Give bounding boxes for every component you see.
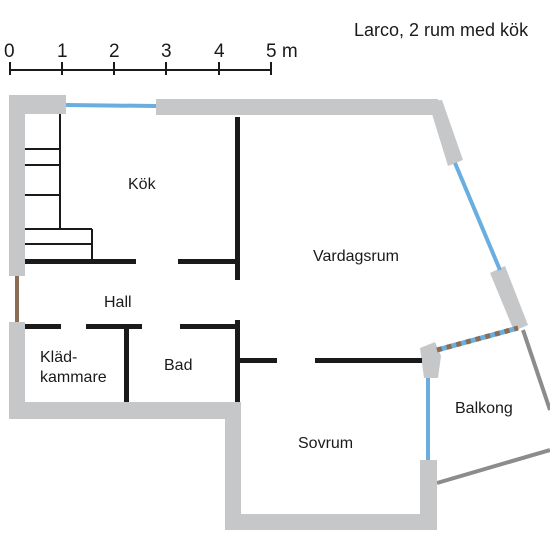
outer-wall-sovrum-left bbox=[225, 402, 241, 530]
inner-wall-hall-bath bbox=[180, 324, 240, 329]
outer-wall-corner-top-right bbox=[428, 100, 463, 166]
scale-label-1: 1 bbox=[57, 41, 68, 62]
outer-wall-bottom-left bbox=[9, 402, 238, 419]
inner-wall-kitchen-hall-left bbox=[25, 259, 136, 264]
outer-wall-left-upper bbox=[9, 95, 25, 276]
inner-wall-kitchen-living bbox=[235, 117, 240, 280]
scale-label-5: 5 m bbox=[266, 41, 298, 62]
inner-wall-hall-closet-right bbox=[86, 324, 142, 329]
balcony-door-frame bbox=[436, 325, 519, 353]
scale-label-4: 4 bbox=[214, 41, 225, 62]
scale-label-0: 0 bbox=[4, 41, 15, 62]
room-label-hall: Hall bbox=[104, 294, 132, 311]
kitchen-cabinets bbox=[25, 114, 93, 259]
balcony-rail-bottom bbox=[436, 448, 550, 485]
room-label-bad: Bad bbox=[164, 357, 192, 374]
room-label-balkong: Balkong bbox=[455, 400, 513, 417]
windows bbox=[65, 103, 519, 460]
inner-wall-hall-closet-left bbox=[25, 324, 61, 329]
room-label-vardagsrum: Vardagsrum bbox=[313, 248, 399, 265]
outer-wall-pier-balcony bbox=[420, 342, 441, 378]
outer-wall-right-lower bbox=[420, 460, 437, 530]
inner-wall-closet-bath bbox=[124, 324, 129, 402]
inner-wall-bath-right bbox=[235, 320, 240, 402]
plan-title: Larco, 2 rum med kök bbox=[354, 20, 529, 40]
room-label-kok: Kök bbox=[128, 176, 157, 193]
outer-walls bbox=[9, 95, 528, 530]
room-labels: Kök Hall Vardagsrum Kläd- kammare Bad So… bbox=[40, 176, 513, 452]
room-label-sovrum: Sovrum bbox=[298, 435, 353, 452]
outer-wall-left-lower bbox=[9, 322, 25, 419]
inner-wall-living-bed-left bbox=[240, 358, 277, 363]
room-label-kladkammare-2: kammare bbox=[40, 369, 107, 386]
balcony-rail-right bbox=[521, 329, 550, 411]
inner-wall-kitchen-hall-right bbox=[178, 259, 240, 264]
window-kitchen bbox=[65, 103, 157, 108]
outer-wall-top bbox=[156, 99, 438, 115]
outer-wall-bottom bbox=[225, 514, 437, 530]
window-living-room bbox=[453, 162, 502, 271]
inner-walls bbox=[25, 117, 422, 402]
outer-wall-pier-right bbox=[490, 266, 528, 331]
balcony-railing bbox=[436, 329, 550, 485]
scale-bar: 0 1 2 3 4 5 m bbox=[4, 41, 298, 75]
inner-wall-living-bed-right bbox=[315, 358, 422, 363]
scale-label-3: 3 bbox=[161, 41, 172, 62]
scale-label-2: 2 bbox=[109, 41, 120, 62]
room-label-kladkammare-1: Kläd- bbox=[40, 349, 77, 366]
